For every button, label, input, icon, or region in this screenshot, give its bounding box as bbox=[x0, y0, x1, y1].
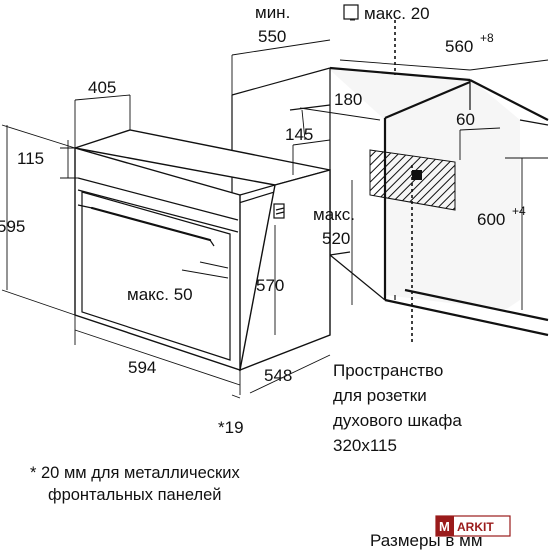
checkbox-icon bbox=[343, 4, 359, 20]
dim-595: 595 bbox=[0, 217, 25, 236]
dimension-labels: мин. 550 макс. 20 560 +8 405 180 145 60 … bbox=[0, 3, 526, 437]
logo-mark-block bbox=[436, 516, 454, 536]
footnote: * 20 мм для металлических фронтальных па… bbox=[30, 464, 240, 504]
min-label: мин. bbox=[255, 3, 290, 22]
socket-note-line4: 320x115 bbox=[333, 436, 397, 455]
dim-star19: *19 bbox=[218, 418, 244, 437]
dim-max20: макс. 20 bbox=[364, 4, 430, 23]
socket-note-line2: для розетки bbox=[333, 386, 427, 405]
footnote-line2: фронтальных панелей bbox=[48, 486, 222, 504]
dim-550: 550 bbox=[258, 27, 286, 46]
dim-548: 548 bbox=[264, 366, 292, 385]
dim-115: 115 bbox=[17, 149, 44, 168]
dim-180: 180 bbox=[334, 90, 362, 109]
dim-600: 600 bbox=[477, 210, 505, 229]
footnote-line1: * 20 мм для металлических bbox=[30, 464, 240, 482]
socket-note-line3: духового шкафа bbox=[333, 411, 462, 430]
dim-145: 145 bbox=[285, 125, 313, 144]
dim-max50: макс. 50 bbox=[127, 285, 193, 304]
logo-mark: M bbox=[439, 519, 450, 534]
dim-570: 570 bbox=[256, 276, 284, 295]
dim-594: 594 bbox=[128, 358, 156, 377]
max520-label: макс. bbox=[313, 205, 355, 224]
dim-520: 520 bbox=[322, 229, 350, 248]
dim-405: 405 bbox=[88, 78, 116, 97]
dim-560: 560 bbox=[445, 37, 473, 56]
oven-body bbox=[74, 129, 331, 372]
dim-560-tolerance: +8 bbox=[480, 31, 494, 45]
dim-600-tolerance: +4 bbox=[512, 204, 526, 218]
socket-note-line1: Пространство bbox=[333, 361, 443, 380]
logo-text: ARKIT bbox=[457, 520, 494, 534]
dimension-lines bbox=[1, 19, 549, 399]
dim-60: 60 bbox=[456, 110, 475, 129]
markit-logo: M ARKIT bbox=[435, 515, 511, 537]
socket-note: Пространство для розетки духового шкафа … bbox=[333, 361, 462, 455]
